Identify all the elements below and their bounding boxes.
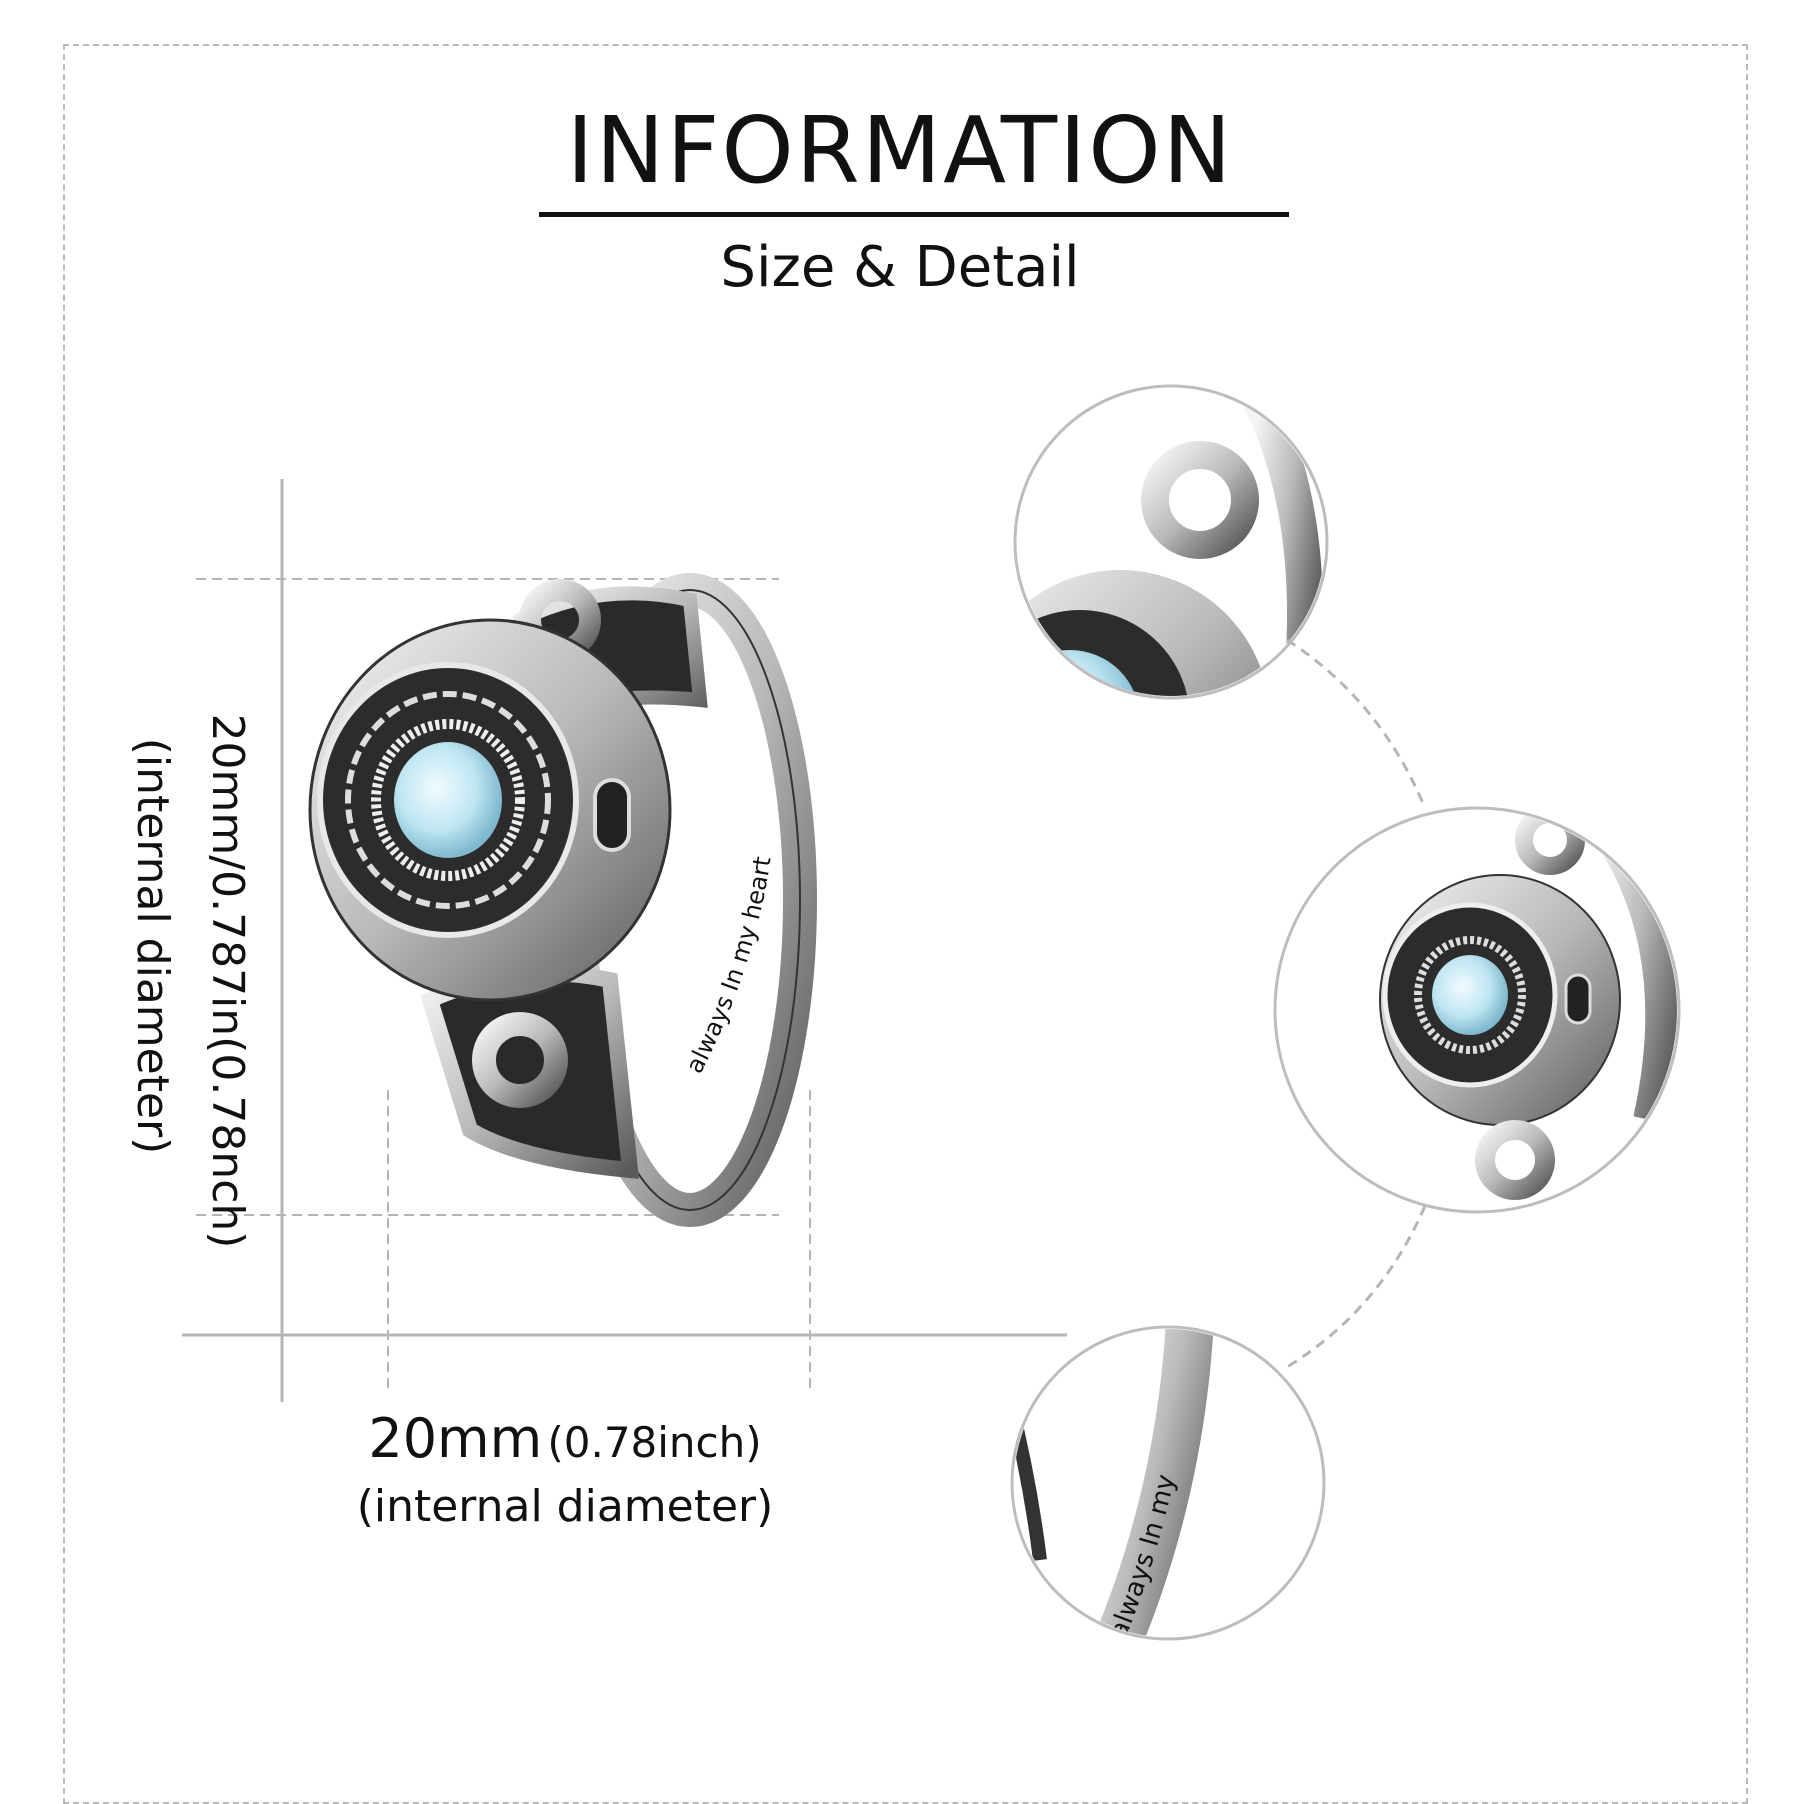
- detail-circle-top: [1013, 384, 1329, 700]
- vertical-internal-diameter-label: (internal diameter): [127, 737, 178, 1155]
- connector-bottom: [1286, 1205, 1427, 1369]
- detail-circle-middle: [1273, 806, 1681, 1214]
- horizontal-internal-diameter-label: (internal diameter): [356, 1481, 774, 1532]
- connector-top: [1286, 638, 1427, 809]
- detail-connectors: [1286, 638, 1427, 1369]
- horizontal-size-inch: (0.78inch): [547, 1418, 762, 1467]
- horizontal-size-mm: 20mm: [368, 1407, 543, 1470]
- detail-circle-bottom: always In my: [1010, 1325, 1326, 1641]
- vertical-size-label: 20mm/0.787in(0.78nch): [202, 713, 253, 1249]
- page-title: INFORMATION: [566, 97, 1234, 204]
- horizontal-size-label: 20mm (0.78inch): [368, 1412, 761, 1466]
- page-subtitle: Size & Detail: [720, 235, 1080, 300]
- measurement-guides: [182, 479, 1067, 1402]
- title-underline: [539, 212, 1289, 217]
- ring-main: always In my heart: [308, 573, 817, 1227]
- ring-engraving: always In my heart: [680, 855, 776, 1078]
- screw-icon: [593, 778, 631, 852]
